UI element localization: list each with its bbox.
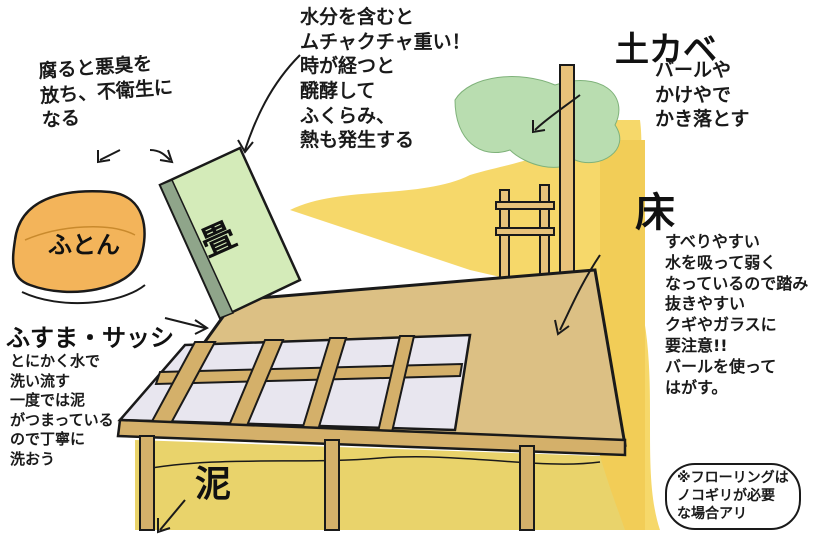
annotation-arrows	[97, 54, 601, 534]
floor-opening	[117, 333, 472, 432]
floor-joists	[148, 335, 464, 433]
mud-area	[135, 440, 625, 530]
note-floor: すべりやすい 水を吸って弱く なっているので踏み 抜きやすい クギやガラスに 要…	[665, 232, 809, 397]
floor-posts	[139, 435, 535, 531]
label-yuka: 床	[635, 190, 675, 236]
label-futon: ふとん	[48, 231, 120, 259]
note-fusuma: とにかく水で 洗い流す 一度では泥 がつまっている ので丁寧に 洗おう	[10, 352, 114, 468]
note-flooring: ※フローリングは ノコギリが必要 な場合アリ	[665, 463, 801, 530]
moss-patch	[454, 76, 621, 168]
label-doro: 泥	[195, 464, 232, 505]
label-fusuma: ふすま・サッシ	[6, 324, 174, 352]
label-tsuchikabe: 土カベ	[615, 30, 717, 70]
mud-line	[139, 456, 601, 471]
note-futon: 腐ると悪臭を 放ち、不衛生に なる	[37, 52, 174, 132]
floor-front-beam	[116, 418, 627, 457]
note-wall: バールや かけやで かき落とす	[655, 59, 750, 131]
note-tatami: 水分を含むと ムチャクチャ重い！ 時が経つと 醗酵して ふくらみ、 熱も発生する	[300, 6, 471, 152]
futon	[11, 190, 146, 305]
tatami-mat	[158, 146, 302, 320]
